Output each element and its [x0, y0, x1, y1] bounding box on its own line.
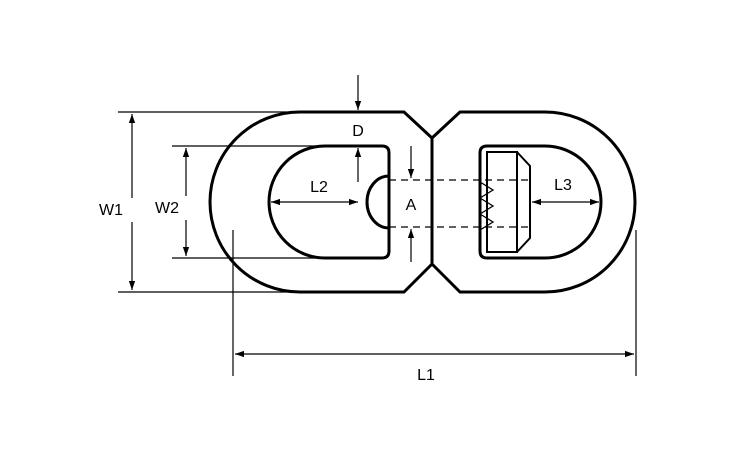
- l1-label: L1: [417, 367, 435, 384]
- l3-label: L3: [554, 177, 572, 194]
- a-label: A: [406, 197, 417, 214]
- nut-body: [486, 151, 518, 253]
- nut-chamfer: [516, 151, 531, 253]
- l2-label: L2: [310, 179, 328, 196]
- nut-thread-hatch: [479, 181, 495, 231]
- w1-label: W1: [99, 202, 123, 219]
- pin-head: [365, 174, 390, 230]
- right-eye-outline: [430, 110, 637, 294]
- right-eye-opening: [478, 144, 603, 260]
- w2-label: W2: [155, 200, 179, 217]
- d-label: D: [352, 123, 364, 140]
- left-eye-opening: [267, 144, 391, 260]
